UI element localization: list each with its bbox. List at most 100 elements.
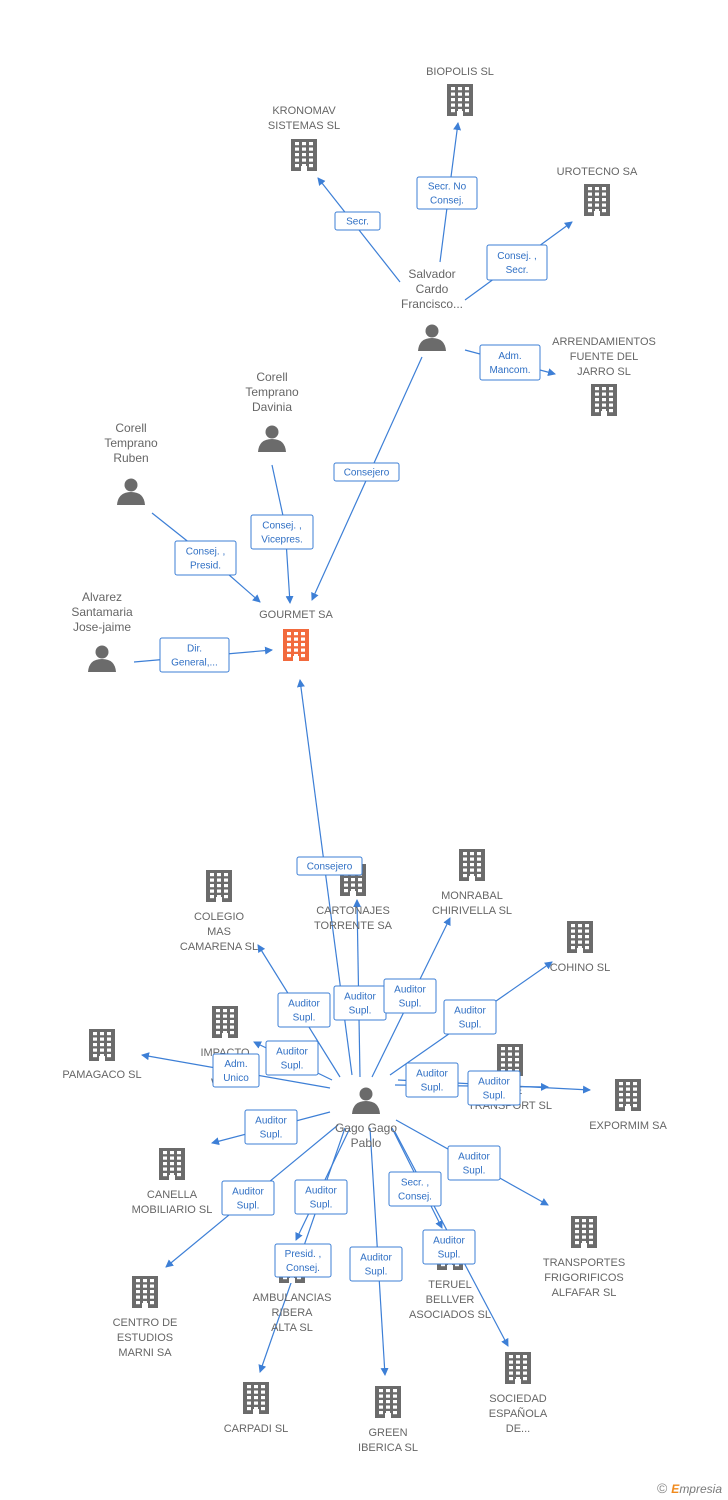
node-label: ASOCIADOS SL: [409, 1309, 491, 1321]
edge-label-text: Unico: [223, 1073, 249, 1084]
edge-label-text: Supl.: [399, 999, 422, 1010]
edge-label-text: Auditor: [416, 1069, 448, 1080]
edge-label-text: Supl.: [349, 1006, 372, 1017]
node-label: ESTUDIOS: [117, 1332, 173, 1344]
node-label: MAS: [207, 926, 231, 938]
node-label: Corell: [256, 370, 287, 384]
node-label: Temprano: [104, 436, 158, 450]
edge-label-davinia-gourmet: Consej. ,Vicepres.: [250, 514, 314, 550]
edge-label-text: Auditor: [454, 1006, 486, 1017]
edge-label-box: [294, 1179, 348, 1215]
node-label: ARRENDAMIENTOS: [552, 336, 656, 348]
person-icon: [88, 645, 116, 672]
person-icon: [117, 478, 145, 505]
edge-label-text: Adm.: [498, 351, 521, 362]
building-icon: [132, 1276, 158, 1308]
building-icon: [584, 184, 610, 216]
edge-label-box: [333, 462, 400, 482]
edge-label-box: [212, 1053, 260, 1088]
node-label: UROTECNO SA: [557, 166, 638, 178]
edge-label-text: Consej.: [398, 1192, 432, 1203]
node-label: Ruben: [113, 451, 148, 465]
edge-label-text: Vicepres.: [261, 535, 303, 546]
edge-label-text: Secr. No: [428, 182, 467, 193]
node-gourmet[interactable]: GOURMET SA: [259, 609, 334, 661]
building-icon: [459, 849, 485, 881]
node-label: TERUEL: [428, 1279, 471, 1291]
node-label: MOBILIARIO SL: [132, 1204, 213, 1216]
edge-label-box: [383, 978, 437, 1014]
credit-footer: ©Empresia: [657, 1480, 722, 1496]
edge-label-box: [244, 1109, 298, 1145]
edge-label-text: Supl.: [281, 1061, 304, 1072]
node-label: Corell: [115, 421, 146, 435]
edge-label-text: Supl.: [438, 1250, 461, 1261]
node-salvador[interactable]: SalvadorCardoFrancisco...: [401, 267, 463, 351]
node-biopolis[interactable]: BIOPOLIS SL: [426, 66, 494, 116]
node-label: PAMAGACO SL: [62, 1069, 141, 1081]
building-icon: [375, 1386, 401, 1418]
edge-label-text: Supl.: [310, 1200, 333, 1211]
edge-label-gago-teruel: Secr. , Consej.: [388, 1171, 442, 1207]
edge-label-salvador-arrendamientos: Adm. Mancom.: [479, 344, 541, 381]
node-label: KRONOMAV: [272, 105, 336, 117]
node-label: CARTONAJES: [316, 905, 390, 917]
node-label: CAMARENA SL: [180, 941, 258, 953]
node-label: COHINO SL: [550, 962, 611, 974]
edge-label-text: Secr. ,: [401, 1178, 429, 1189]
edge-label-box: [479, 344, 541, 381]
node-label: FRIGORIFICOS: [544, 1272, 623, 1284]
node-label: RIBERA: [272, 1307, 314, 1319]
node-label: Jose-jaime: [73, 620, 131, 634]
edge-label-text: Consej. ,: [497, 251, 536, 262]
node-label: Cardo: [416, 282, 449, 296]
edge-label-box: [250, 514, 314, 550]
edge-label-box: [349, 1246, 403, 1282]
node-label: Francisco...: [401, 297, 463, 311]
node-label: CENTRO DE: [113, 1317, 178, 1329]
node-urotecno[interactable]: UROTECNO SA: [557, 166, 638, 216]
edge-label-box: [405, 1062, 459, 1098]
edge-label-text: Consej. ,: [186, 547, 225, 558]
building-icon: [291, 139, 317, 171]
node-carpadi[interactable]: CARPADI SL: [224, 1382, 289, 1435]
node-label: Temprano: [245, 385, 299, 399]
edge-label-box: [174, 540, 237, 576]
edge-label-text: Secr.: [346, 217, 369, 228]
edge-label-text: Mancom.: [489, 365, 530, 376]
node-label: Salvador: [408, 267, 455, 281]
edge-label-box: [221, 1180, 275, 1216]
node-colegio[interactable]: COLEGIO MAS CAMARENA SL: [180, 870, 258, 953]
node-pamagaco[interactable]: PAMAGACO SL: [62, 1029, 142, 1081]
brand-logo: Empresia: [671, 1482, 722, 1496]
person-icon: [352, 1087, 380, 1114]
node-expormim[interactable]: EXPORMIM SA: [589, 1079, 667, 1132]
edge-label-text: Auditor: [478, 1077, 510, 1088]
node-label: GREEN: [368, 1427, 407, 1439]
node-label: COLEGIO: [194, 911, 245, 923]
edge-label-text: Supl.: [293, 1013, 316, 1024]
edge-label-text: Auditor: [344, 992, 376, 1003]
node-sociedad[interactable]: SOCIEDADESPAÑOLADE...: [489, 1352, 548, 1435]
copyright-icon: ©: [656, 1480, 668, 1496]
node-cohino[interactable]: COHINO SL: [550, 921, 611, 974]
edge-label-salvador-urotecno: Consej. ,Secr.: [486, 244, 548, 281]
edge-label-box: [416, 176, 478, 210]
node-label: EXPORMIM SA: [589, 1120, 667, 1132]
